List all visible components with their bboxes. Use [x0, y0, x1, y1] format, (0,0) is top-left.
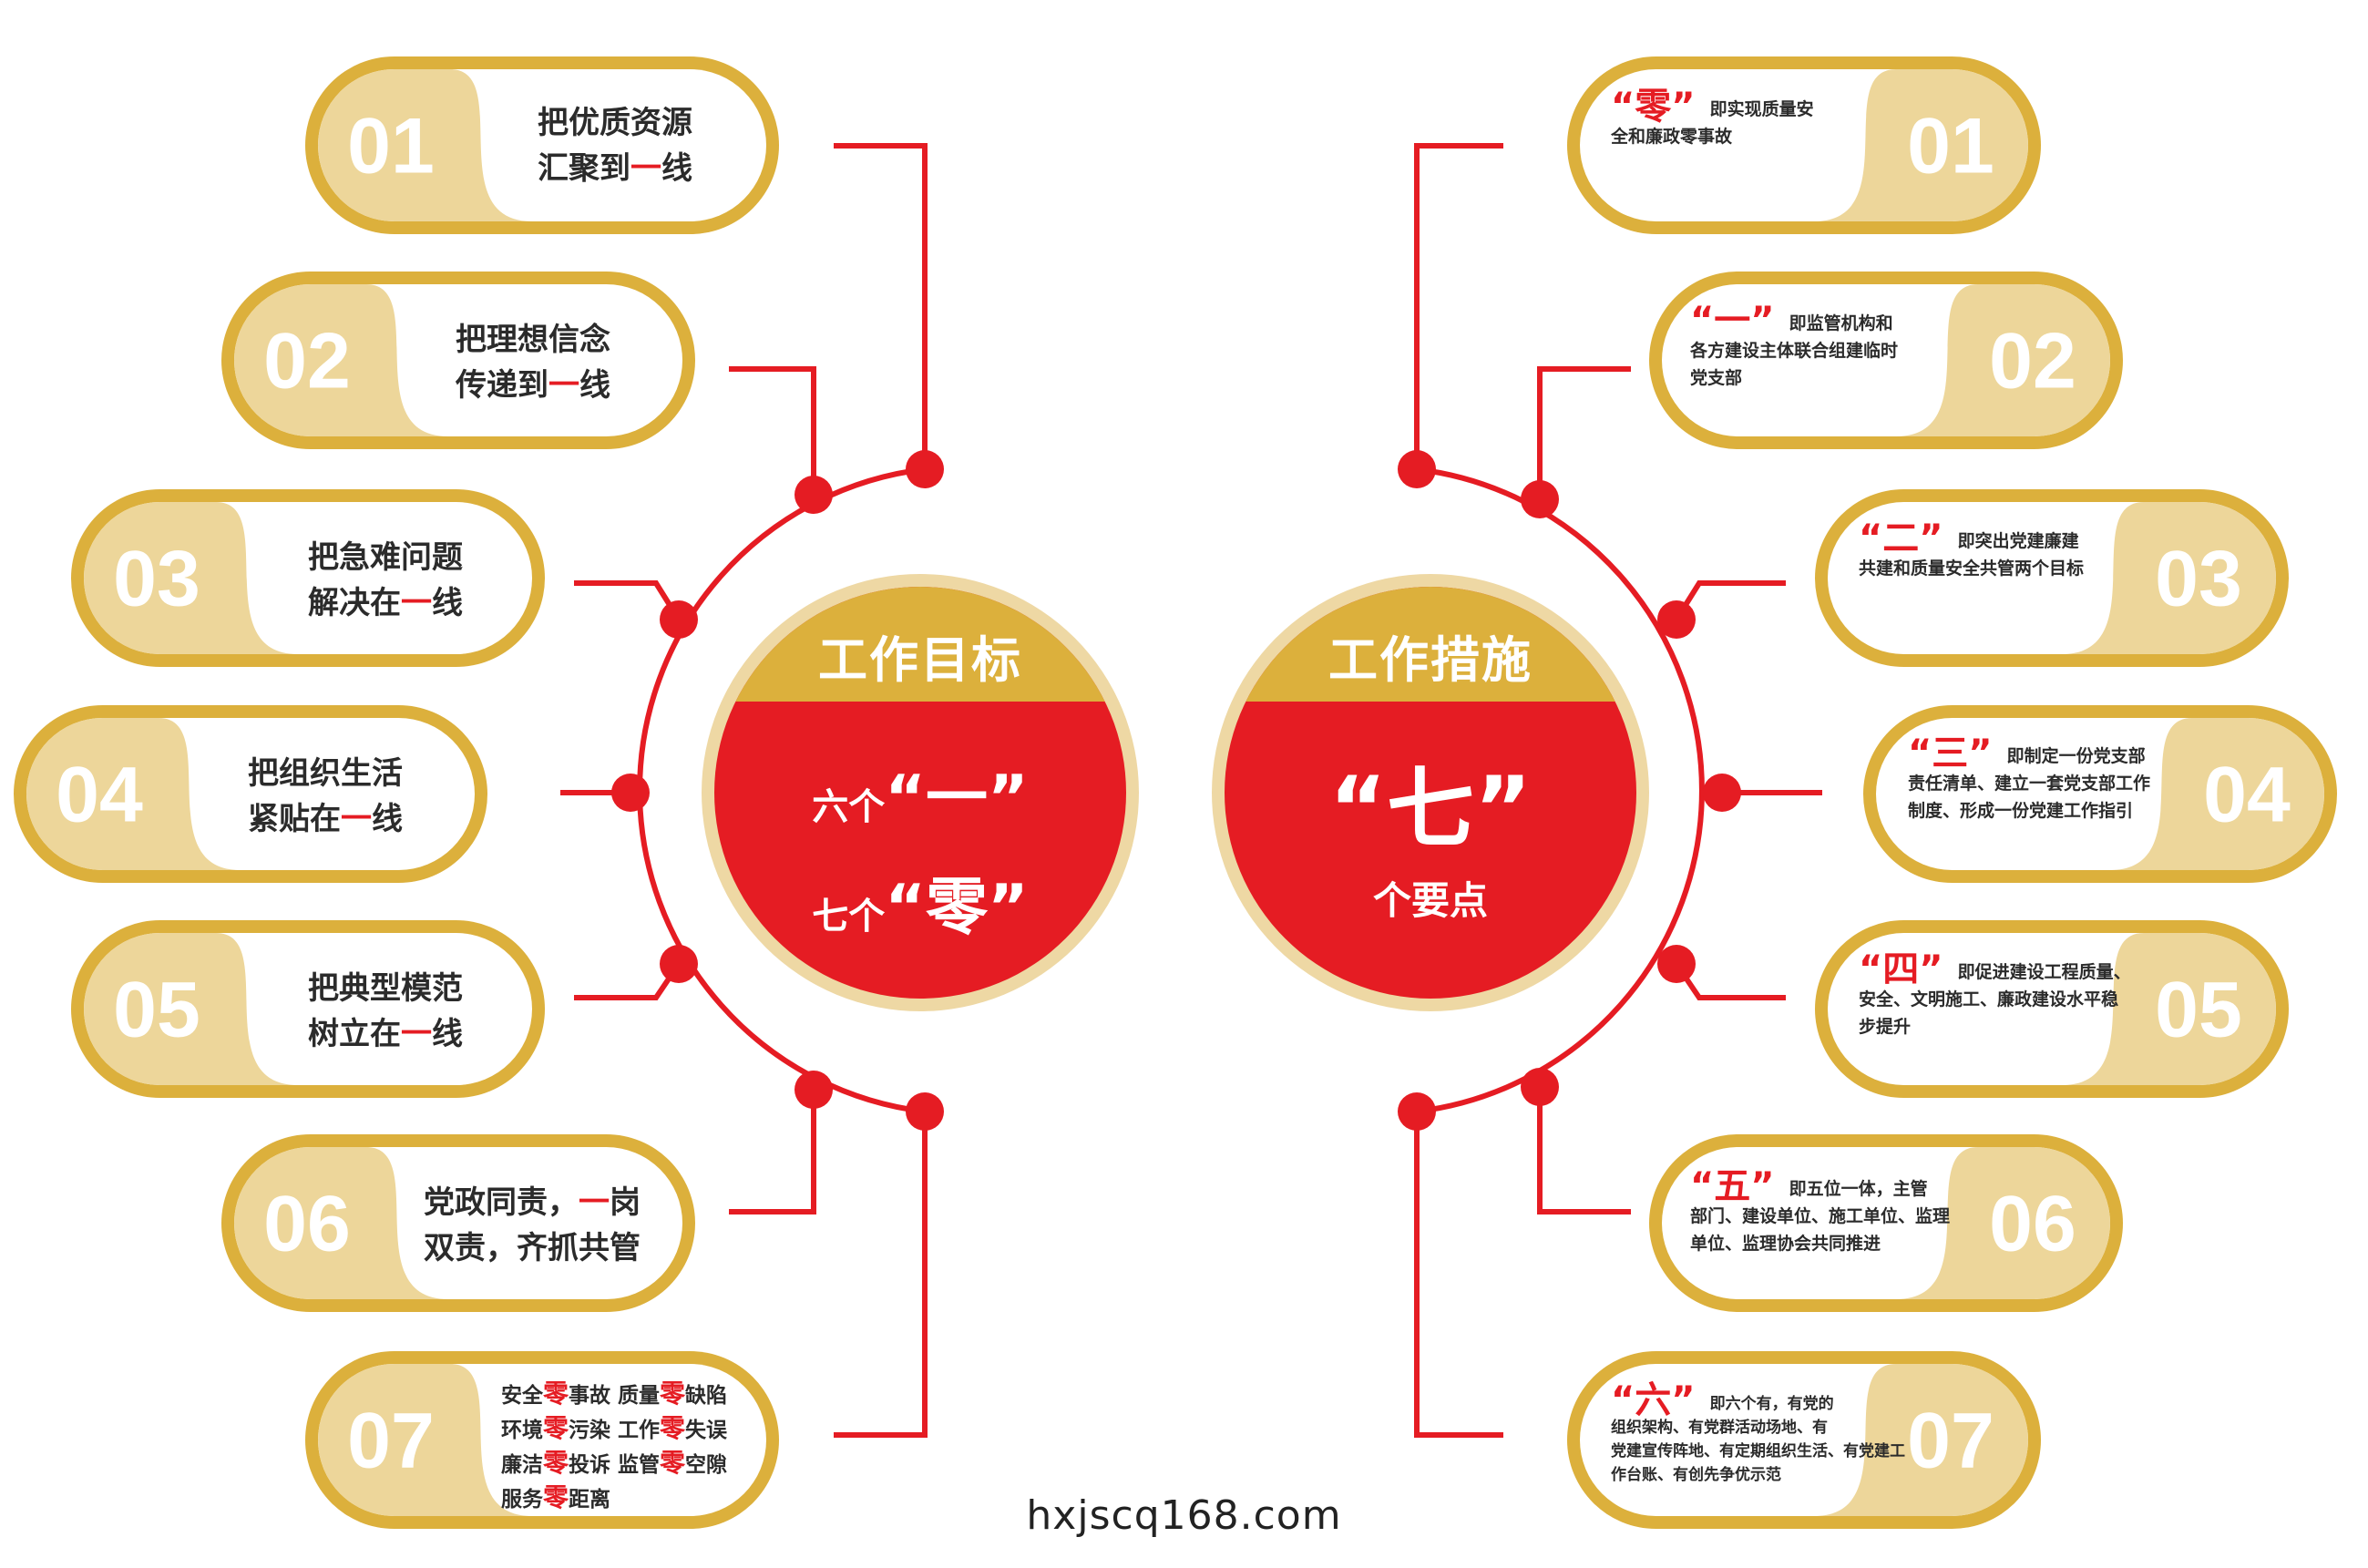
left-pill-number: 03	[113, 536, 200, 623]
left-pill-number-bg	[318, 69, 532, 221]
right-dot-7	[1398, 1092, 1436, 1131]
left-pill-4: 04	[14, 705, 487, 883]
goal-02-text: 把理想信念 传递到一线	[456, 322, 610, 404]
right-dot-3	[1657, 600, 1696, 639]
left-dot-2	[794, 476, 833, 514]
left-pill-7: 07	[305, 1351, 779, 1529]
left-dot-6	[794, 1071, 833, 1109]
measure-03-text: “二”即突出党建廉建 共建和质量安全共管两个目标	[1859, 518, 2085, 579]
left-pill-number: 05	[113, 967, 200, 1054]
left-dot-4	[611, 774, 650, 812]
left-connector-6	[729, 1090, 816, 1214]
measure-01-text: “零”即实现质量安 全和廉政零事故	[1611, 86, 1814, 147]
left-pill-5: 05	[71, 920, 545, 1098]
left-dot-7	[906, 1092, 944, 1131]
left-pill-2: 02	[221, 272, 695, 449]
measure-07-text: “六”即六个有，有党的 组织架构、有党群活动场地、有 党建宣传阵地、有定期组织生…	[1611, 1379, 1905, 1484]
left-pill-number-bg	[234, 284, 448, 436]
left-connector-1	[834, 143, 928, 469]
measure-06-text: “五”即五位一体，主管 部门、建设单位、施工单位、监理 单位、监理协会共同推进	[1690, 1165, 1951, 1254]
left-centre-circle	[702, 574, 1139, 1011]
right-pill-number: 07	[1907, 1398, 1994, 1485]
measure-02-text: “一”即监管机构和 各方建设主体联合组建临时 党支部	[1690, 300, 1899, 388]
right-pill-6: 06	[1649, 1134, 2123, 1312]
left-pill-3: 03	[71, 489, 545, 667]
right-connector-7	[1414, 1112, 1503, 1438]
left-pill-number: 07	[347, 1398, 435, 1485]
right-pill-number-bg	[1896, 1147, 2110, 1299]
right-pill-number: 01	[1907, 103, 1994, 190]
right-pill-2: 02	[1649, 272, 2123, 449]
left-pill-number: 04	[56, 752, 143, 839]
right-pill-number: 03	[2155, 536, 2242, 623]
goal-05-text: 把典型模范 树立在一线	[308, 970, 463, 1052]
left-pill-number-bg	[84, 933, 298, 1085]
right-connector-6	[1537, 1087, 1631, 1214]
left-pill-number-bg	[318, 1364, 532, 1516]
measures-key: “七”	[1328, 758, 1533, 860]
left-pill-number-bg	[26, 718, 241, 870]
left-pill-number-bg	[84, 502, 298, 654]
right-pill-4: 04	[1863, 705, 2337, 883]
footer-url: hxjscq168.com	[1026, 1492, 1342, 1539]
right-pill-number-bg	[2110, 718, 2324, 870]
right-pill-number-bg	[1814, 69, 2028, 221]
right-dot-4	[1703, 774, 1741, 812]
right-pill-number-bg	[2062, 502, 2276, 654]
left-dot-1	[906, 450, 944, 488]
goal-01-text: 把优质资源 汇聚到一线	[538, 105, 692, 187]
right-pill-number-bg	[1896, 284, 2110, 436]
right-dot-6	[1521, 1068, 1559, 1106]
goals-line-six: 六个“一”	[812, 763, 1029, 835]
measures-sub: 个要点	[1372, 878, 1488, 923]
left-dot-5	[660, 945, 698, 983]
right-pill-number: 02	[1989, 318, 2076, 405]
left-pill-1: 01	[305, 56, 779, 234]
right-dot-2	[1521, 480, 1559, 518]
left-pill-number: 06	[263, 1181, 351, 1268]
goal-04-text: 把组织生活 紧贴在一线	[248, 755, 403, 837]
right-pill-number-bg	[2062, 933, 2276, 1085]
right-connector-2	[1537, 366, 1631, 499]
left-pill-6: 06	[221, 1134, 695, 1312]
right-dot-5	[1657, 945, 1696, 983]
right-pill-number-bg	[1814, 1364, 2028, 1516]
left-dot-3	[660, 600, 698, 639]
left-connector-7	[834, 1112, 928, 1438]
left-pill-number: 01	[347, 103, 435, 190]
right-pill-7: 07	[1567, 1351, 2041, 1529]
goal-06-text: 党政同责，一岗 双责，齐抓共管	[424, 1184, 641, 1266]
goal-03-text: 把急难问题 解决在一线	[308, 539, 463, 621]
left-pill-number-bg	[234, 1147, 448, 1299]
right-pill-5: 05	[1815, 920, 2289, 1098]
measure-05-text: “四”即促进建设工程质量、 安全、文明施工、廉政建设水平稳 步提升	[1859, 948, 2131, 1037]
right-dot-1	[1398, 450, 1436, 488]
right-pill-number: 04	[2203, 752, 2291, 839]
right-pill-number: 06	[1989, 1181, 2076, 1268]
right-pill-1: 01	[1567, 56, 2041, 234]
right-pill-number: 05	[2155, 967, 2242, 1054]
measures-title: 工作措施	[1328, 631, 1533, 689]
goal-07-text: 安全零事故 质量零缺陷 环境零污染 工作零失误 廉洁零投诉 监管零空隙 服务零距…	[501, 1378, 728, 1512]
goals-title: 工作目标	[818, 631, 1022, 689]
measure-04-text: “三”即制定一份党支部 责任清单、建立一套党支部工作 制度、形成一份党建工作指引	[1908, 733, 2151, 821]
left-pill-number: 02	[263, 318, 351, 405]
left-connector-2	[729, 366, 816, 495]
right-connector-1	[1414, 143, 1503, 469]
goals-line-seven: 七个“零”	[812, 872, 1029, 944]
right-arc	[1416, 466, 1705, 1114]
right-pill-3: 03	[1815, 489, 2289, 667]
